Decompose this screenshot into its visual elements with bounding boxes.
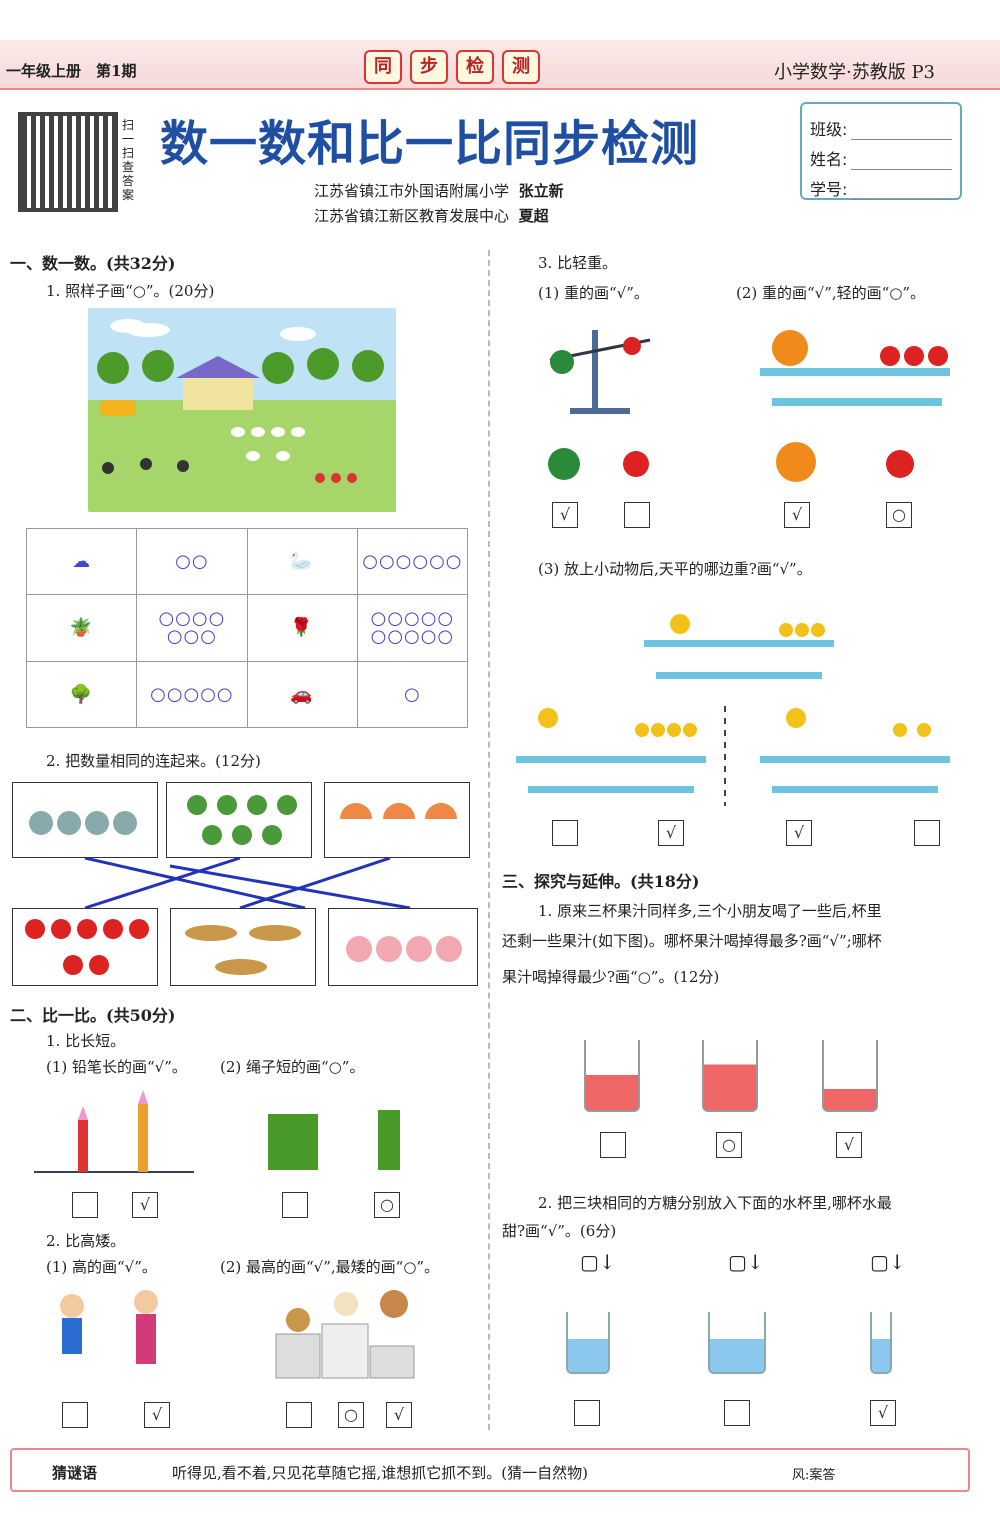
table-cell[interactable]: ○○○○○○ (356, 527, 469, 596)
column-divider (488, 250, 490, 1430)
checkbox-scale2-right[interactable] (914, 820, 940, 846)
tag-2: 步 (410, 50, 448, 84)
checkbox-cup-2[interactable] (724, 1400, 750, 1426)
balls-box[interactable] (12, 782, 158, 858)
flower-icon: 🌹 (246, 594, 358, 662)
park-scene-illustration (97, 319, 384, 483)
tag-4: 测 (502, 50, 540, 84)
juice-glass-2 (702, 1040, 758, 1112)
table-cell[interactable]: ○○ (136, 527, 248, 596)
table-cell[interactable]: ○○○○○ ○○○○○ (356, 594, 469, 662)
checkbox-juice-2[interactable]: ○ (716, 1132, 742, 1158)
checkbox-monkey[interactable] (286, 1402, 312, 1428)
author-1: 江苏省镇江市外国语附属小学 张立新 (314, 182, 564, 200)
checkbox-bear[interactable]: √ (386, 1402, 412, 1428)
pencils-ropes-image (34, 1090, 400, 1173)
tag-3: 检 (456, 50, 494, 84)
checkbox-juice-1[interactable] (600, 1132, 626, 1158)
q2-1-prompt: 1. 比长短。 (46, 1032, 126, 1050)
car-icon: 🚗 (246, 660, 358, 729)
section1-title: 一、数一数。(共32分) (10, 254, 176, 273)
checkbox-cup-3[interactable]: √ (870, 1400, 896, 1426)
table-cell[interactable]: ○ (356, 660, 469, 729)
author-2: 江苏省镇江新区教育发展中心 夏超 (314, 207, 549, 225)
cloud-icon: ☁ (25, 527, 138, 596)
name-field[interactable]: 姓名: (810, 140, 952, 170)
juice-glass-3 (822, 1040, 878, 1112)
scales-image (548, 330, 950, 482)
juice-glass-1 (584, 1040, 640, 1112)
children-podium-image (60, 1290, 415, 1379)
s3-q1-line3: 果汁喝掉得最少?画“○”。(12分) (502, 968, 720, 986)
checkbox-tomato[interactable]: ○ (886, 502, 912, 528)
checkbox-boy-short[interactable] (62, 1402, 88, 1428)
water-cup-wide (708, 1312, 766, 1374)
q3c-prompt: (3) 放上小动物后,天平的哪边重?画“√”。 (538, 560, 812, 578)
tree-icon: 🌳 (25, 660, 138, 729)
animal-scales-image (516, 614, 950, 806)
s3-q1-line2: 还剩一些果汁(如下图)。哪杯果汁喝掉得最多?画“√”;哪杯 (502, 932, 882, 950)
qr-caption: 扫一扫查答案 (122, 118, 135, 202)
q2-1b-prompt: (2) 绳子短的画“○”。 (220, 1058, 365, 1076)
q2-2-prompt: 2. 比高矮。 (46, 1232, 126, 1250)
sugar-cube-icon: ▢↓ (728, 1250, 764, 1274)
hats-box[interactable] (170, 908, 316, 986)
q3a-prompt: (1) 重的画“√”。 (538, 284, 649, 302)
checkbox-dog[interactable]: ○ (338, 1402, 364, 1428)
checkbox-cup-1[interactable] (574, 1400, 600, 1426)
q1-2-prompt: 2. 把数量相同的连起来。(12分) (46, 752, 261, 770)
checkbox-juice-3[interactable]: √ (836, 1132, 862, 1158)
sugar-cube-icon: ▢↓ (870, 1250, 906, 1274)
park-scene-image (88, 308, 396, 512)
class-field[interactable]: 班级: (810, 110, 952, 140)
q3b-prompt: (2) 重的画“√”,轻的画“○”。 (736, 284, 926, 302)
checkbox-apple[interactable] (624, 502, 650, 528)
checkbox-rope-short[interactable]: ○ (374, 1192, 400, 1218)
student-info-box: 班级: 姓名: 学号: (800, 102, 962, 200)
page-title: 数一数和比一比同步检测 (160, 116, 700, 172)
counting-table: ☁ ○○ 🦢 ○○○○○○ 🪴 ○○○○ ○○○ 🌹 ○○○○○ ○○○○○ 🌳… (25, 527, 469, 729)
strawberries-box[interactable] (12, 908, 158, 986)
q1-1-prompt: 1. 照样子画“○”。(20分) (46, 282, 215, 300)
checkbox-watermelon[interactable]: √ (552, 502, 578, 528)
section2-title: 二、比一比。(共50分) (10, 1006, 176, 1025)
grade-label: 一年级上册 第1期 (6, 62, 137, 80)
riddle-text: 听得见,看不着,只见花草随它摇,谁想抓它抓不到。(猜一自然物) (172, 1464, 589, 1482)
qr-code[interactable] (18, 112, 118, 212)
s3-q2-line2: 甜?画“√”。(6分) (502, 1222, 617, 1240)
umbrellas-box[interactable] (324, 782, 470, 858)
q2-1a-prompt: (1) 铅笔长的画“√”。 (46, 1058, 187, 1076)
q3-prompt: 3. 比轻重。 (538, 254, 618, 272)
checkbox-pencil-short[interactable] (72, 1192, 98, 1218)
goose-icon: 🦢 (246, 527, 358, 596)
checkbox-boy-tall[interactable]: √ (144, 1402, 170, 1428)
checkbox-scale1-left[interactable] (552, 820, 578, 846)
water-cup-medium (566, 1312, 610, 1374)
s3-q2-line1: 2. 把三块相同的方糖分别放入下面的水杯里,哪杯水最 (538, 1194, 892, 1212)
q2-2b-prompt: (2) 最高的画“√”,最矮的画“○”。 (220, 1258, 440, 1276)
section3-title: 三、探究与延伸。(共18分) (502, 872, 700, 891)
riddle-answer: 风:案答 (792, 1468, 836, 1483)
checkbox-scale1-right[interactable]: √ (658, 820, 684, 846)
checkbox-scale2-left[interactable]: √ (786, 820, 812, 846)
table-cell[interactable]: ○○○○○ (136, 660, 248, 729)
matching-lines (84, 858, 411, 910)
tag-1: 同 (364, 50, 402, 84)
s3-q1-line1: 1. 原来三杯果汁同样多,三个小朋友喝了一些后,杯里 (538, 902, 882, 920)
q2-2a-prompt: (1) 高的画“√”。 (46, 1258, 157, 1276)
riddle-bar: 猜谜语 听得见,看不着,只见花草随它摇,谁想抓它抓不到。(猜一自然物) 风:案答 (10, 1448, 970, 1492)
riddle-label: 猜谜语 (52, 1464, 98, 1482)
checkbox-pumpkin[interactable]: √ (784, 502, 810, 528)
pigs-box[interactable] (328, 908, 478, 986)
leaves-box[interactable] (166, 782, 312, 858)
sugar-cube-icon: ▢↓ (580, 1250, 616, 1274)
table-cell[interactable]: ○○○○ ○○○ (136, 594, 248, 662)
checkbox-pencil-long[interactable]: √ (132, 1192, 158, 1218)
checkbox-rope-long[interactable] (282, 1192, 308, 1218)
subject-label: 小学数学·苏教版 P3 (774, 62, 936, 83)
id-field[interactable]: 学号: (810, 170, 952, 200)
potted-plant-icon: 🪴 (25, 594, 138, 662)
header-band (0, 40, 1000, 90)
water-cup-narrow (870, 1312, 892, 1374)
